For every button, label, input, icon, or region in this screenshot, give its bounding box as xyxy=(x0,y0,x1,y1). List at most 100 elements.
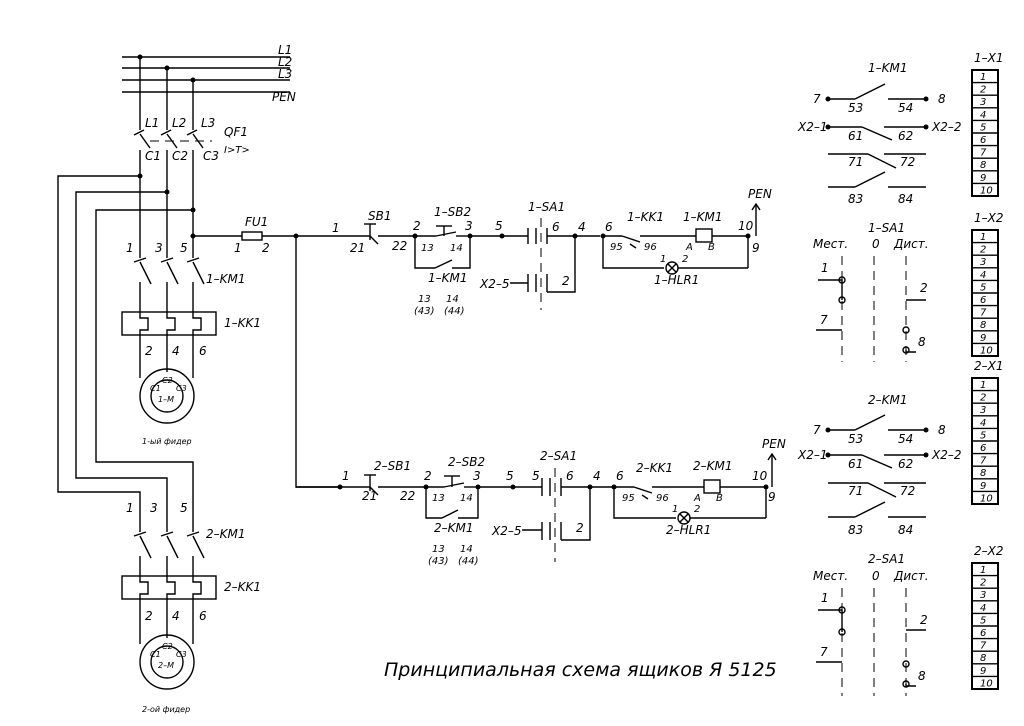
motor-1-inner xyxy=(150,379,184,413)
terminal-row-label: 3 xyxy=(980,257,986,268)
ctrl1-n21: 21 xyxy=(350,241,365,255)
contacts1-x22: X2–2 xyxy=(931,120,962,134)
terminal-row-label: 7 xyxy=(980,641,987,652)
feeder2-t4: 4 xyxy=(172,609,180,623)
contacts2-x21: X2–1 xyxy=(797,448,828,462)
terminal-row-label: 8 xyxy=(980,468,986,479)
control-circuit-2: 1 2–SB1 21 22 2 2–SB2 3 13 14 2–KM1 13 1… xyxy=(296,437,786,567)
terminal-row-label: 2 xyxy=(980,578,986,589)
terminal-row-label: 1 xyxy=(980,232,986,243)
ctrl1-sa: 1–SA1 xyxy=(528,200,565,214)
terminal-blocks: 1–X1123456789101–X2123456789102–X1123456… xyxy=(971,51,1004,690)
contacts1-x21: X2–1 xyxy=(797,120,828,134)
switch2-dist: Дист. xyxy=(893,569,929,583)
ctrl2-b: B xyxy=(716,493,723,504)
ctrl1-a: A xyxy=(685,242,693,253)
contacts2-n72: 72 xyxy=(900,484,915,498)
bus-label-l3: L3 xyxy=(278,67,292,81)
ctrl1-w9: 9 xyxy=(752,241,760,255)
control-circuit-1: 1 SB1 21 22 2 1–SB2 3 13 14 1–KM1 13 14 … xyxy=(332,187,772,317)
terminal-row-label: 4 xyxy=(980,110,986,121)
switch1-n8: 8 xyxy=(918,335,926,349)
breaker-out-c1: C1 xyxy=(145,149,161,163)
terminal-row-label: 9 xyxy=(980,173,986,184)
ctrl2-n13: 13 xyxy=(432,493,445,504)
feeder1-t6: 6 xyxy=(199,344,207,358)
terminal-row-label: 6 xyxy=(980,295,986,306)
switch1-n1: 1 xyxy=(821,261,829,275)
feeder2-t2: 2 xyxy=(145,609,153,623)
terminal-row-label: 6 xyxy=(980,135,986,146)
ctrl1-w6b: 6 xyxy=(605,220,613,234)
feeder1-t4: 4 xyxy=(172,344,180,358)
ctrl1-w10: 10 xyxy=(738,219,754,233)
feeder1-contactor-label: 1–KM1 xyxy=(206,272,246,286)
terminal-row-label: 9 xyxy=(980,481,986,492)
switch2-n8: 8 xyxy=(918,669,926,683)
ctrl2-kmc: 2–KM1 xyxy=(693,459,733,473)
switch2-n1: 1 xyxy=(821,591,829,605)
contacts2-n61: 61 xyxy=(848,457,863,471)
ctrl1-w3: 3 xyxy=(465,219,473,233)
motor1-name: 1–M xyxy=(158,395,174,404)
terminal-row-label: 9 xyxy=(980,666,986,677)
ctrl1-sb2: 1–SB2 xyxy=(434,205,471,219)
ctrl2-km14: 14 xyxy=(460,544,473,555)
motor1-c2: C2 xyxy=(162,376,173,385)
ctrl2-hl: 2–HLR1 xyxy=(666,523,711,537)
ctrl2-w4: 4 xyxy=(593,469,601,483)
ctrl1-km43: (43) xyxy=(414,306,435,317)
ctrl2-x25: X2–5 xyxy=(491,524,522,538)
terminal-block-name: 2–X2 xyxy=(974,544,1004,558)
motor-2-outer xyxy=(139,634,195,690)
switch2-mest: Мест. xyxy=(813,569,848,583)
bus-label-l2: L2 xyxy=(278,55,292,69)
motor1-c1: C1 xyxy=(150,384,161,393)
ctrl1-km44: (44) xyxy=(444,306,465,317)
ctrl2-n21: 21 xyxy=(362,489,377,503)
contacts1-n72: 72 xyxy=(900,155,915,169)
feeder2-t6: 6 xyxy=(199,609,207,623)
terminal-row-label: 3 xyxy=(980,97,986,108)
ctrl1-hl: 1–HLR1 xyxy=(654,273,699,287)
contacts2-n7: 7 xyxy=(813,423,821,437)
feeder2-t5: 5 xyxy=(180,501,188,515)
contacts1-n54: 54 xyxy=(898,101,913,115)
contacts1-n84: 84 xyxy=(898,192,913,206)
switch2-title: 2–SA1 xyxy=(868,552,905,566)
terminal-block-name: 1–X1 xyxy=(974,51,1004,65)
terminal-row-label: 3 xyxy=(980,405,986,416)
contacts2-x22: X2–2 xyxy=(931,448,962,462)
feeder1-t1: 1 xyxy=(126,241,134,255)
switch1-dist: Дист. xyxy=(893,237,929,251)
terminal-row-label: 10 xyxy=(980,185,993,196)
terminal-row-label: 6 xyxy=(980,628,986,639)
ctrl2-w1: 1 xyxy=(342,469,350,483)
fuse-name: FU1 xyxy=(245,215,268,229)
ctrl1-n14: 14 xyxy=(450,243,463,254)
ctrl2-km13: 13 xyxy=(432,544,445,555)
ctrl2-l1: 1 xyxy=(672,504,678,515)
terminal-block-name: 1–X2 xyxy=(974,211,1004,225)
terminal-row-label: 8 xyxy=(980,320,986,331)
breaker-in-l1: L1 xyxy=(145,116,159,130)
feeder1-t3: 3 xyxy=(155,241,163,255)
contacts1-n53: 53 xyxy=(848,101,863,115)
ctrl2-km44: (44) xyxy=(458,556,479,567)
ctrl1-l2: 2 xyxy=(682,254,688,265)
ctrl2-km43: (43) xyxy=(428,556,449,567)
contacts2-n8: 8 xyxy=(938,423,946,437)
contacts2-n54: 54 xyxy=(898,432,913,446)
motor2-c3: C3 xyxy=(176,650,187,659)
contacts2-n84: 84 xyxy=(898,523,913,537)
contacts2-n53: 53 xyxy=(848,432,863,446)
fuse-fu1: FU1 1 2 xyxy=(190,215,340,488)
terminal-row-label: 5 xyxy=(980,615,986,626)
motor-2-inner xyxy=(150,645,184,679)
ctrl2-w3: 3 xyxy=(473,469,481,483)
switch-sa1-group-1: 1–SA1 Мест. 0 Дист. 1 2 7 8 xyxy=(813,221,929,362)
